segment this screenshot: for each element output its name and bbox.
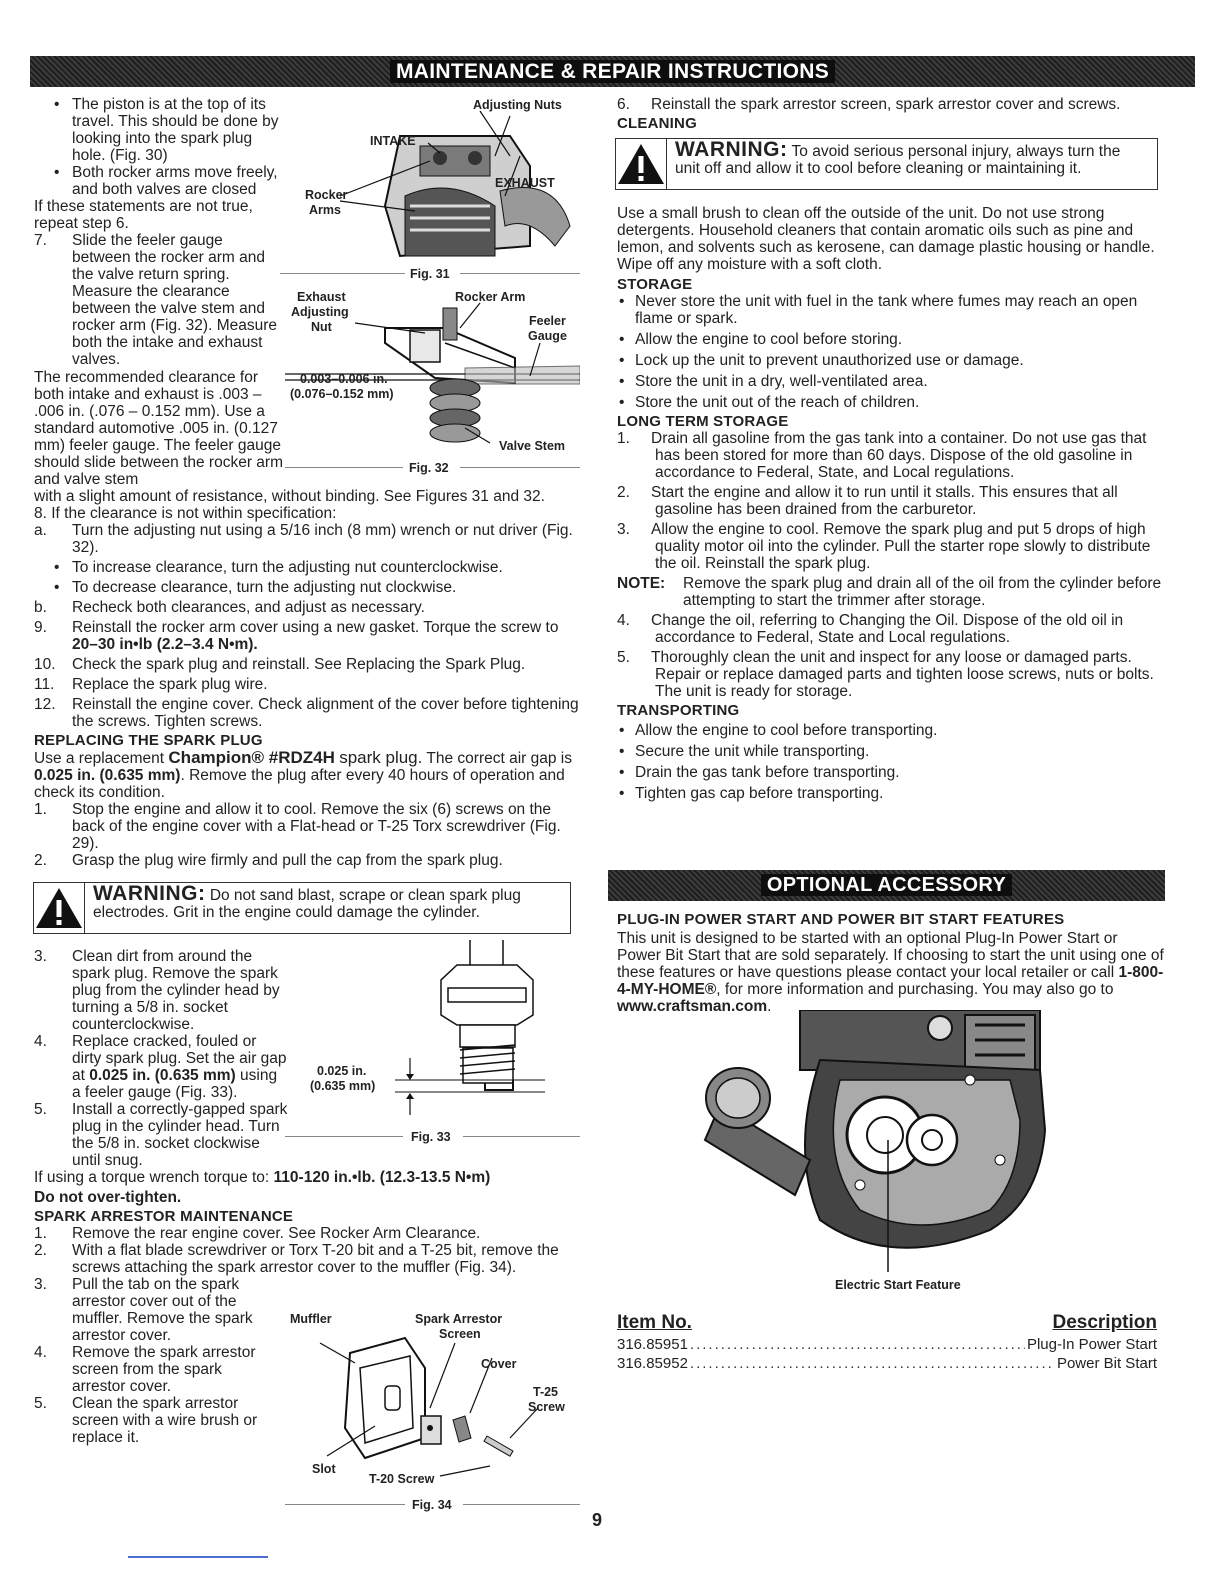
figure-caption: Fig. 32 xyxy=(409,461,449,475)
list-item: 6.Reinstall the spark arrestor screen, s… xyxy=(617,96,1121,113)
paragraph: Use a small brush to clean off the outsi… xyxy=(617,205,1155,273)
figure-33: 0.025 in. (0.635 mm) Fig. 33 xyxy=(285,940,580,1144)
list-item: 1.Drain all gasoline from the gas tank i… xyxy=(617,430,1147,481)
spark-arrestor-illustration xyxy=(319,1336,539,1477)
right-column: 6.Reinstall the spark arrestor screen, s… xyxy=(617,96,1164,132)
figure-34: Muffler Spark Arrestor Screen Cover T-25… xyxy=(285,1308,580,1512)
list-item: Never store the unit with fuel in the ta… xyxy=(617,293,1164,327)
warning-triangle-icon xyxy=(616,139,667,189)
heading-plug-in-power-start: PLUG-IN POWER START AND POWER BIT START … xyxy=(617,911,1065,928)
right-column-body: Use a small brush to clean off the outsi… xyxy=(617,205,1164,802)
column-header-item: Item No. xyxy=(617,1312,692,1333)
footer-rule xyxy=(128,1556,268,1558)
list-item: 8. If the clearance is not within specif… xyxy=(34,505,337,522)
section-banner-accessory: OPTIONAL ACCESSORY xyxy=(608,870,1165,901)
engine-head-illustration xyxy=(339,110,571,258)
paragraph: If using a torque wrench torque to: 110-… xyxy=(34,1169,491,1186)
list-item: 3.Allow the engine to cool. Remove the s… xyxy=(617,521,1151,572)
list-item: 2.Start the engine and allow it to run u… xyxy=(617,484,1118,518)
list-item: Store the unit out of the reach of child… xyxy=(617,394,1164,411)
paragraph: If these statements are not true, repeat… xyxy=(34,198,253,232)
heading-long-term-storage: LONG TERM STORAGE xyxy=(617,413,789,430)
list-item: 9.Reinstall the rocker arm cover using a… xyxy=(34,619,559,653)
paragraph: The recommended clearance for both intak… xyxy=(34,369,283,488)
list-item: Store the unit in a dry, well-ventilated… xyxy=(617,373,1164,390)
list-item: Drain the gas tank before transporting. xyxy=(617,764,1164,781)
list-item: 7.Slide the feeler gauge between the roc… xyxy=(34,232,277,368)
list-item: 5.Thoroughly clean the unit and inspect … xyxy=(617,649,1154,700)
list-item: 4.Remove the spark arrestor screen from … xyxy=(34,1344,256,1395)
paragraph: Do not over-tighten. xyxy=(34,1189,182,1206)
figure-caption: Fig. 34 xyxy=(412,1498,452,1512)
list-item: 1.Stop the engine and allow it to cool. … xyxy=(34,801,561,852)
warning-box-spark-plug: WARNING: Do not sand blast, scrape or cl… xyxy=(33,882,571,934)
warning-title: WARNING: xyxy=(675,138,788,161)
warning-text: Do not sand blast, scrape or clean spark… xyxy=(93,887,521,921)
list-item: 3.Pull the tab on the spark arrestor cov… xyxy=(34,1276,253,1344)
paragraph: This unit is designed to be started with… xyxy=(617,930,1164,1015)
paragraph: with a slight amount of resistance, with… xyxy=(34,488,545,505)
list-item: The piston is at the top of its travel. … xyxy=(34,96,284,164)
paragraph: Use a replacement Champion® #RDZ4H spark… xyxy=(34,748,572,801)
list-item: To decrease clearance, turn the adjustin… xyxy=(34,579,579,596)
figure-electric-start: Electric Start Feature xyxy=(700,1009,1070,1295)
electric-start-illustration xyxy=(703,1009,1047,1272)
heading-replacing-spark-plug: REPLACING THE SPARK PLUG xyxy=(34,732,263,749)
table-row: 316.85951...............................… xyxy=(617,1336,1157,1353)
warning-box-cleaning: WARNING: To avoid serious personal injur… xyxy=(615,138,1158,190)
rocker-arm-illustration xyxy=(285,302,581,444)
list-item: 2.With a flat blade screwdriver or Torx … xyxy=(34,1242,559,1276)
spark-plug-illustration xyxy=(395,940,545,1115)
heading-cleaning: CLEANING xyxy=(617,115,697,132)
warning-triangle-icon xyxy=(34,883,85,933)
list-item: 2.Grasp the plug wire firmly and pull th… xyxy=(34,852,503,869)
list-item: Allow the engine to cool before storing. xyxy=(617,331,1164,348)
left-column-lower: 3.Clean dirt from around the spark plug.… xyxy=(34,948,579,1446)
heading-storage: STORAGE xyxy=(617,276,693,293)
figure-caption: Fig. 33 xyxy=(411,1130,451,1144)
list-item: 5.Install a correctly-gapped spark plug … xyxy=(34,1101,288,1169)
list-item: 12.Reinstall the engine cover. Check ali… xyxy=(34,696,579,730)
list-item: b.Recheck both clearances, and adjust as… xyxy=(34,599,425,616)
list-item: Tighten gas cap before transporting. xyxy=(617,785,1164,802)
warning-title: WARNING: xyxy=(93,882,206,905)
column-header-description: Description xyxy=(1052,1312,1157,1333)
figure-31: Adjusting Nuts INTAKE EXHAUST Rocker Arm… xyxy=(280,96,580,286)
figure-caption: Electric Start Feature xyxy=(835,1278,961,1292)
heading-transporting: TRANSPORTING xyxy=(617,702,740,719)
list-item: 4.Replace cracked, fouled or dirty spark… xyxy=(34,1033,287,1101)
parts-table: Item No. Description 316.85951...........… xyxy=(617,1312,1157,1373)
list-item: 4.Change the oil, referring to Changing … xyxy=(617,612,1124,646)
heading-spark-arrestor: SPARK ARRESTOR MAINTENANCE xyxy=(34,1208,294,1225)
list-item: Lock up the unit to prevent unauthorized… xyxy=(617,352,1164,369)
list-item: 10.Check the spark plug and reinstall. S… xyxy=(34,656,526,673)
table-row: 316.85952...............................… xyxy=(617,1355,1157,1372)
list-item: a.Turn the adjusting nut using a 5/16 in… xyxy=(34,522,573,556)
accessory-section: PLUG-IN POWER START AND POWER BIT START … xyxy=(617,909,1164,1015)
figure-caption: Fig. 31 xyxy=(410,267,450,281)
page-number: 9 xyxy=(592,1510,603,1530)
list-item: 3.Clean dirt from around the spark plug.… xyxy=(34,948,280,1033)
list-item: 1.Remove the rear engine cover. See Rock… xyxy=(34,1225,481,1242)
list-item: Secure the unit while transporting. xyxy=(617,743,1164,760)
note: NOTE:Remove the spark plug and drain all… xyxy=(617,575,1162,609)
section-banner-maintenance: MAINTENANCE & REPAIR INSTRUCTIONS xyxy=(30,56,1195,87)
figure-32: Exhaust Adjusting Nut Rocker Arm Feeler … xyxy=(285,288,581,478)
left-column: The piston is at the top of its travel. … xyxy=(34,96,579,869)
list-item: Allow the engine to cool before transpor… xyxy=(617,722,1164,739)
list-item: To increase clearance, turn the adjustin… xyxy=(34,559,579,576)
list-item: 5.Clean the spark arrestor screen with a… xyxy=(34,1395,258,1446)
warning-text: To avoid serious personal injury, always… xyxy=(675,143,1121,177)
website-link[interactable]: www.craftsman.com xyxy=(617,998,768,1015)
phone-number: 1-800-4-MY-HOME® xyxy=(617,964,1164,998)
list-item: Both rocker arms move freely, and both v… xyxy=(34,164,284,198)
list-item: 11.Replace the spark plug wire. xyxy=(34,676,268,693)
